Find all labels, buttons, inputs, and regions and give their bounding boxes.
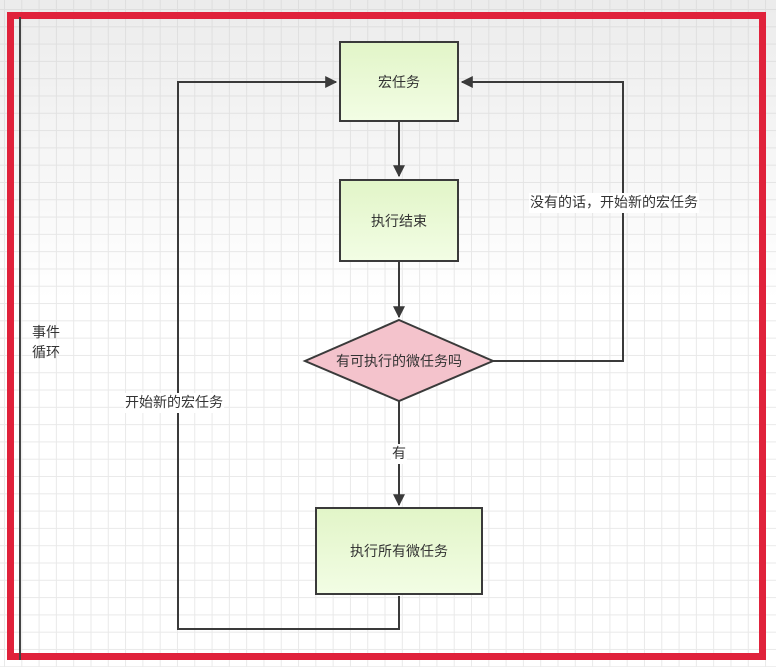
edge-label-yes: 有 <box>391 444 407 464</box>
edge-decision-to-macro <box>460 76 624 362</box>
event-loop-label: 事件 循环 <box>32 323 60 363</box>
execution-end-text: 执行结束 <box>371 213 427 230</box>
highlight-frame <box>7 12 766 660</box>
run-all-micro-node[interactable]: 执行所有微任务 <box>315 507 483 595</box>
edge-micro-to-macro <box>177 76 400 630</box>
edge-label-start-new-macro: 开始新的宏任务 <box>124 393 224 413</box>
swimlane-divider <box>19 17 21 660</box>
decision-node[interactable]: 有可执行的微任务吗 <box>305 320 493 401</box>
macro-task-node[interactable]: 宏任务 <box>339 41 459 122</box>
execution-end-node[interactable]: 执行结束 <box>339 179 459 262</box>
run-all-micro-text: 执行所有微任务 <box>350 544 448 560</box>
edge-label-no-start-new-macro: 没有的话，开始新的宏任务 <box>529 193 699 213</box>
event-loop-label-line1: 事件 <box>32 325 60 341</box>
event-loop-label-line2: 循环 <box>32 345 60 361</box>
decision-text: 有可执行的微任务吗 <box>336 353 462 370</box>
macro-task-text: 宏任务 <box>378 74 420 91</box>
decision-diamond[interactable] <box>302 318 496 403</box>
